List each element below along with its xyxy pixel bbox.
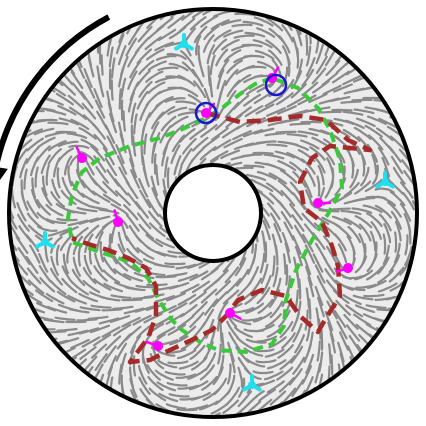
streamline-59 [242,45,261,47]
streamline-947 [322,330,323,349]
streamline-779 [299,279,300,298]
streamline-87 [297,48,298,67]
streamline-239 [321,112,340,113]
streamline-240 [332,110,351,111]
streamline-821 [364,295,383,296]
streamline-611 [420,223,421,242]
streamline-208 [341,102,360,103]
streamline-270 [290,124,309,125]
streamline-374 [253,153,272,154]
streamline-667 [266,242,267,261]
streamline-439 [168,168,169,187]
counterclockwise-arrow-icon [0,165,8,189]
streamline-1033 [110,378,112,397]
streamline-1086 [179,420,198,421]
streamline-696 [165,263,184,264]
streamline-290 [132,125,133,144]
streamline-83 [245,56,264,57]
inner-boundary [165,165,261,261]
streamline-543 [330,209,349,210]
streamline-642 [395,233,396,252]
streamline-401 [155,154,156,173]
streamline-849 [309,299,310,318]
streamline-187 [120,89,121,108]
streamline-641 [384,235,385,254]
streamline-742 [286,265,287,284]
streamline-96 [102,55,103,74]
streamline-419 [352,159,353,178]
streamline-284 [56,132,75,133]
streamline-209 [352,100,371,101]
streamline-304 [276,132,295,133]
streamline-155 [112,80,113,99]
streamline-64 [306,35,307,54]
streamline-247 [37,120,56,121]
streamline-1005 [332,355,333,374]
streamline-254 [124,111,125,130]
streamline-651 [79,247,80,266]
streamline-799 [122,300,141,301]
streamline-906 [221,322,222,341]
streamline-977 [329,344,330,363]
